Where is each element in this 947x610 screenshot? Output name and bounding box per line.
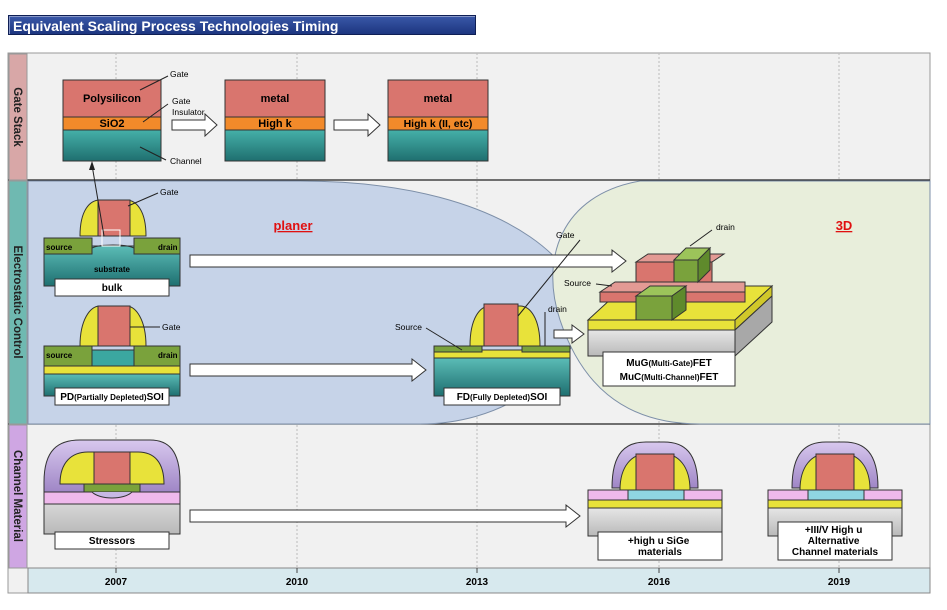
- pdsoi-drain-label: drain: [158, 351, 178, 360]
- row-label-gate-stack-text: Gate Stack: [11, 87, 23, 147]
- bulk-substrate-label: substrate: [94, 265, 131, 274]
- bulk-caption: bulk: [102, 283, 123, 294]
- fdsoi-caption-main: FD: [457, 392, 470, 403]
- fdsoi-source-label: Source: [395, 322, 422, 332]
- alt-caption: +III/V High u Alternative Channel materi…: [792, 525, 879, 558]
- block2-middle-label: High k: [258, 118, 292, 130]
- mugfet-caption-line1: MuG(Multi-Gate)FET: [626, 358, 712, 369]
- fdsoi-drain-label: drain: [548, 304, 567, 314]
- mugfet-l2-end: FET: [700, 372, 719, 383]
- gate-stack-annotations: Gate Gate Insulator Channel: [139, 69, 205, 166]
- year-label: 2019: [828, 577, 851, 588]
- bulk-gate-label: Gate: [160, 187, 179, 197]
- row-label-gate-stack: Gate Stack: [8, 53, 28, 181]
- channel-label: Channel: [170, 156, 202, 166]
- mugfet-source-label: Source: [564, 278, 591, 288]
- insulator-label-line: Insulator: [172, 107, 205, 117]
- pdsoi-caption-small: (Partially Depleted): [74, 393, 147, 402]
- alt-caption-line: Alternative: [808, 536, 860, 547]
- stressors-device: Stressors: [43, 439, 181, 550]
- fdsoi-transistor: Source drain FD(Fully Depleted)SOI: [395, 303, 571, 406]
- fdsoi-caption-small: (Fully Depleted): [470, 393, 530, 402]
- block1-middle-label: SiO2: [99, 118, 124, 130]
- stressors-caption: Stressors: [89, 536, 136, 547]
- block1-top-label: Polysilicon: [83, 93, 141, 105]
- pdsoi-transistor: source drain Gate PD(Partially Depleted)…: [43, 305, 181, 406]
- mugfet-l1-end: FET: [693, 358, 712, 369]
- mugfet-caption-line2: MuC(Multi-Channel)FET: [620, 372, 719, 383]
- year-label: 2007: [105, 577, 128, 588]
- block2-top-label: metal: [261, 93, 290, 105]
- page-title: Equivalent Scaling Process Technologies …: [8, 15, 476, 35]
- mugfet-l1-small: (Multi-Gate): [648, 359, 693, 368]
- bulk-drain-label: drain: [158, 243, 178, 252]
- sige-caption-line: materials: [638, 547, 682, 558]
- fdsoi-caption: FD(Fully Depleted)SOI: [457, 392, 548, 403]
- row-label-electrostatic-text: Electrostatic Control: [11, 245, 23, 358]
- bulk-transistor: source drain substrate Gate bulk: [43, 187, 181, 297]
- alt-channel-device: +III/V High u Alternative Channel materi…: [767, 441, 903, 561]
- pdsoi-caption-end: SOI: [147, 392, 164, 403]
- block3-middle-label: High k (II, etc): [404, 118, 473, 130]
- gate-stack-block-1: Polysilicon SiO2: [62, 79, 162, 162]
- sige-device: +high u SiGe materials: [587, 441, 723, 561]
- arrow-right: [189, 503, 581, 529]
- sige-caption-line: +high u SiGe: [628, 536, 690, 547]
- block3-top-label: metal: [424, 93, 453, 105]
- threed-label: 3D: [836, 218, 853, 233]
- alt-caption-line: +III/V High u: [805, 525, 863, 536]
- mugfet-l1-main: MuG: [626, 358, 648, 369]
- mugfet-gate-label: Gate: [556, 230, 575, 240]
- year-label: 2016: [648, 577, 671, 588]
- year-label: 2013: [466, 577, 489, 588]
- bulk-source-label: source: [46, 243, 73, 252]
- arrow-right: [189, 248, 627, 274]
- pdsoi-source-label: source: [46, 351, 73, 360]
- arrow-right: [171, 112, 218, 138]
- fdsoi-caption-end: SOI: [530, 392, 547, 403]
- gate-label: Gate: [170, 69, 189, 79]
- arrow-right: [189, 357, 427, 383]
- pdsoi-caption-main: PD: [60, 392, 74, 403]
- sige-caption: +high u SiGe materials: [628, 536, 692, 558]
- mugfet-drain-label: drain: [716, 222, 735, 232]
- row-label-electrostatic: Electrostatic Control: [8, 180, 28, 425]
- row-label-channel-text: Channel Material: [11, 450, 23, 542]
- planer-label: planer: [273, 218, 312, 233]
- gate-stack-block-2: metal High k: [224, 79, 326, 162]
- pdsoi-caption: PD(Partially Depleted)SOI: [60, 392, 164, 403]
- mugfet-structure: Gate Source drain MuG(Multi-Gate)FET MuC…: [517, 222, 774, 387]
- insulator-label: Gate Insulator: [172, 96, 205, 117]
- mugfet-l2-small: (Multi-Channel): [641, 373, 700, 382]
- pdsoi-gate-label: Gate: [162, 322, 181, 332]
- year-label: 2010: [286, 577, 309, 588]
- arrow-right: [553, 324, 585, 344]
- mugfet-l2-main: MuC: [620, 372, 642, 383]
- insulator-label-line: Gate: [172, 96, 191, 106]
- alt-caption-line: Channel materials: [792, 547, 879, 558]
- row-label-channel: Channel Material: [8, 424, 28, 569]
- arrow-right: [333, 112, 381, 138]
- year-axis: 2007 2010 2013 2016 2019: [27, 567, 931, 594]
- gate-stack-block-3: metal High k (II, etc): [387, 79, 489, 162]
